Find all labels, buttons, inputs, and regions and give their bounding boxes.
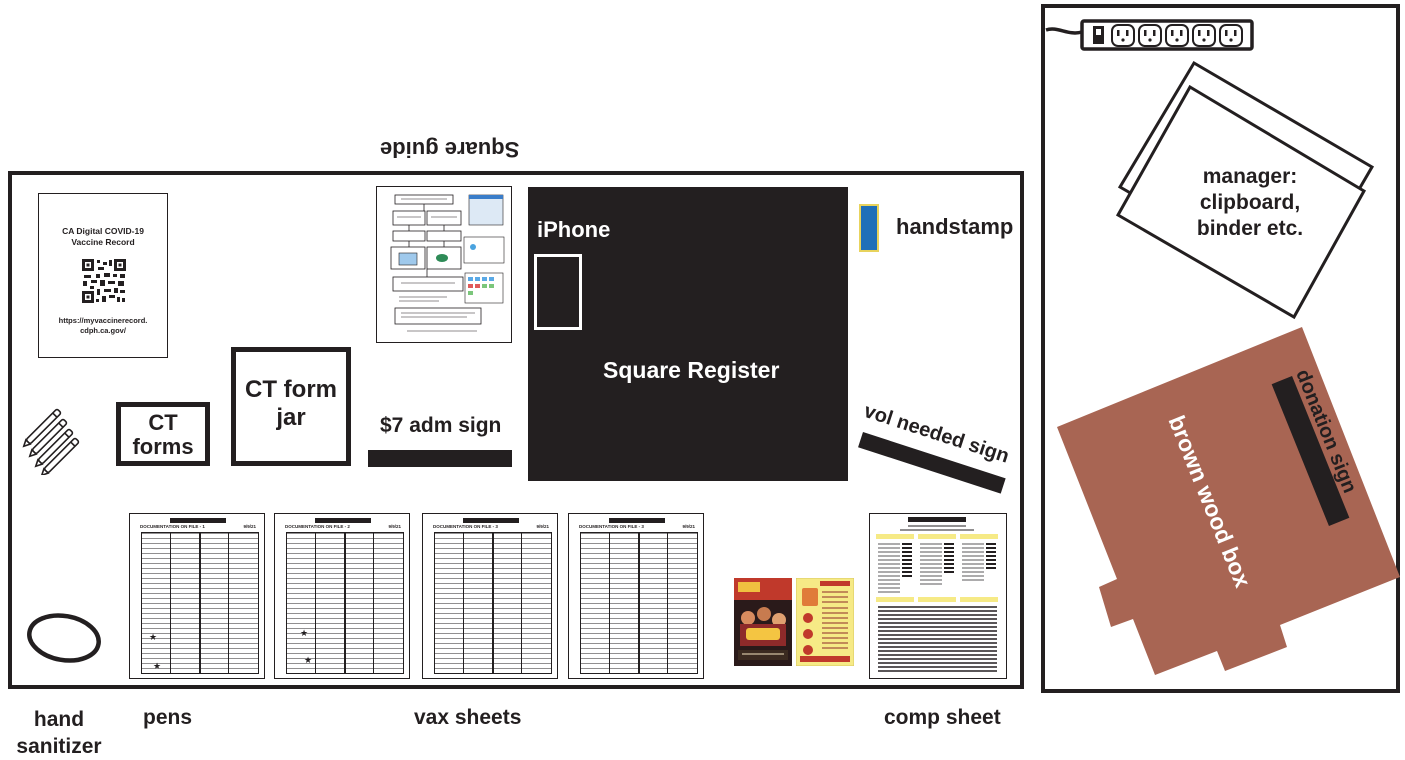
star-icon: ★	[149, 632, 158, 642]
vax-sheet-1: DOCUMENTATION ON FILE - 1 9/9/21 ★ ★	[129, 513, 265, 679]
comp-sheet	[869, 513, 1007, 679]
hand-sanitizer-icon	[27, 613, 101, 663]
vax-sheet-2: DOCUMENTATION ON FILE - 2 9/9/21 ★ ★	[274, 513, 410, 679]
square-guide-label: Square guide	[380, 137, 520, 162]
star-icon: ★	[304, 655, 313, 665]
square-guide-sheet	[376, 186, 512, 343]
vax-sheet-title: DOCUMENTATION ON FILE - 1	[140, 524, 205, 529]
pens-label: pens	[143, 706, 193, 729]
manager-clipboard-binder	[1115, 60, 1375, 320]
vax-sheet-grid	[434, 532, 552, 674]
vax-sheet-date: 9/9/21	[243, 524, 256, 529]
power-strip-icon	[1045, 19, 1254, 51]
ct-forms-label: CT forms	[132, 410, 194, 459]
main-table	[8, 171, 1024, 689]
comp-sheet-label: comp sheet	[884, 706, 1001, 729]
ct-forms: CT forms	[116, 402, 210, 466]
comp-sheet-form	[876, 517, 998, 672]
vax-sheet-date: 9/9/21	[682, 524, 695, 529]
hand-sanitizer-label: hand sanitizer	[16, 708, 102, 758]
vax-sheet-title: DOCUMENTATION ON FILE - 3	[579, 524, 644, 529]
vaccine-record-title: CA Digital COVID-19 Vaccine Record	[62, 226, 144, 247]
qr-code-icon	[82, 259, 126, 303]
vax-sheets-label: vax sheets	[414, 706, 522, 729]
menu-flyer	[796, 578, 854, 666]
vax-sheet-date: 9/9/21	[536, 524, 549, 529]
star-icon: ★	[300, 628, 309, 638]
vax-sheet-title: DOCUMENTATION ON FILE - 3	[433, 524, 498, 529]
handstamp-label: handstamp	[896, 214, 1014, 239]
event-flyer	[734, 578, 792, 666]
square-register: iPhone Square Register	[528, 187, 848, 481]
ct-form-jar: CT form jar	[231, 347, 351, 466]
vax-sheet-grid	[141, 532, 259, 674]
star-icon: ★	[153, 661, 162, 671]
handstamp	[859, 204, 879, 252]
manager-label: manager: clipboard, binder etc.	[1196, 165, 1304, 240]
adm-sign-label: $7 adm sign	[380, 414, 502, 437]
manager-table	[1041, 4, 1400, 693]
brown-wood-box	[1057, 327, 1400, 675]
vaccine-record-card: CA Digital COVID-19 Vaccine Record https…	[38, 193, 168, 358]
vaccine-record-url: https://myvaccinerecord. cdph.ca.gov/	[58, 316, 148, 335]
vax-sheet-grid	[286, 532, 404, 674]
adm-sign	[368, 450, 512, 467]
vax-sheet-3: DOCUMENTATION ON FILE - 3 9/9/21	[422, 513, 558, 679]
vax-sheet-date: 9/9/21	[388, 524, 401, 529]
square-guide-flowchart	[390, 194, 505, 332]
vax-sheet-title: DOCUMENTATION ON FILE - 2	[285, 524, 350, 529]
ct-form-jar-label: CT form jar	[245, 376, 337, 431]
vax-sheet-grid	[580, 532, 698, 674]
iphone-label: iPhone	[537, 217, 611, 242]
square-register-label: Square Register	[603, 357, 780, 383]
vax-sheet-4: DOCUMENTATION ON FILE - 3 9/9/21	[568, 513, 704, 679]
iphone-outline	[534, 254, 582, 330]
pens-icon	[22, 408, 80, 475]
